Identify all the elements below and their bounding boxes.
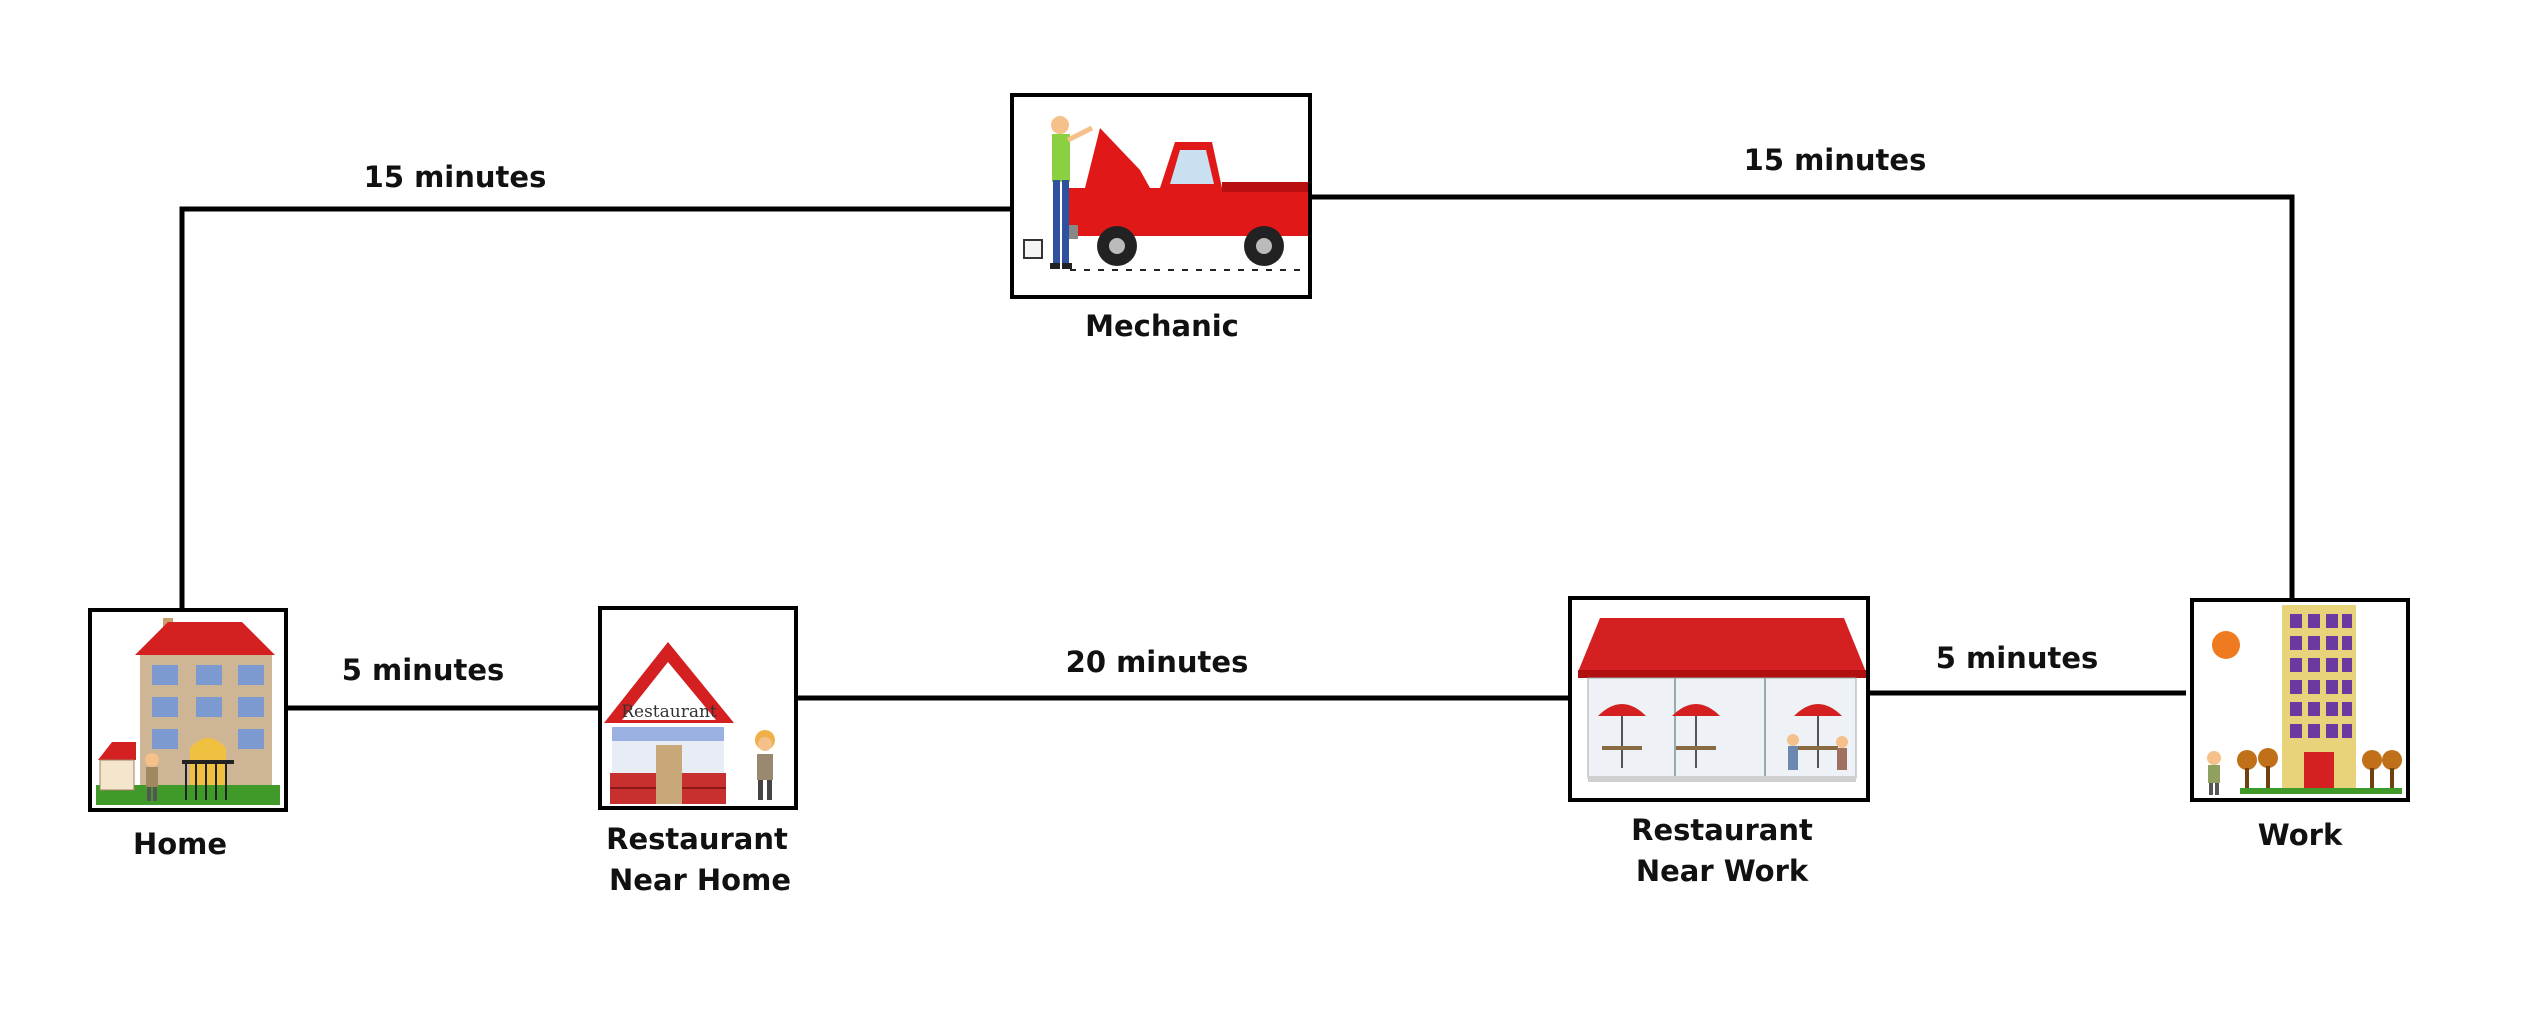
edge-label-mechanic-work: 15 minutes [1744, 143, 1927, 177]
sun-icon [2212, 631, 2240, 659]
node-label-work: Work [2258, 818, 2343, 852]
cafe-icon [1578, 618, 1866, 782]
node-label-restaurant-near-home-line2: Near Home [609, 863, 791, 897]
node-restaurant-near-work: Restaurant Near Work [1568, 596, 1870, 888]
pickup-truck-mechanic-icon [1023, 116, 1308, 271]
node-label-restaurant-near-work-line1: Restaurant [1631, 813, 1813, 847]
edge-label-home-restaurant: 5 minutes [342, 653, 505, 687]
node-mechanic: Mechanic [1010, 93, 1312, 343]
node-label-restaurant-near-home-line1: Restaurant [606, 822, 788, 856]
office-building-icon [2207, 605, 2402, 795]
edge-label-restaurant-work: 5 minutes [1936, 641, 2099, 675]
house-icon [96, 618, 280, 805]
edge-mechanic-work [1310, 194, 2295, 601]
edge-label-restaurants: 20 minutes [1066, 645, 1249, 679]
edge-label-home-mechanic: 15 minutes [364, 160, 547, 194]
restaurant-sign: Restaurant [621, 702, 717, 722]
node-restaurant-near-home: Restaurant Restaurant Near Home [598, 606, 798, 897]
node-home: Home [88, 608, 288, 861]
node-work: Work [2190, 598, 2410, 852]
node-label-restaurant-near-work-line2: Near Work [1636, 854, 1809, 888]
node-label-home: Home [133, 827, 227, 861]
edge-home-mechanic [179, 206, 1010, 609]
restaurant-icon: Restaurant [604, 642, 775, 804]
node-label-mechanic: Mechanic [1085, 309, 1239, 343]
